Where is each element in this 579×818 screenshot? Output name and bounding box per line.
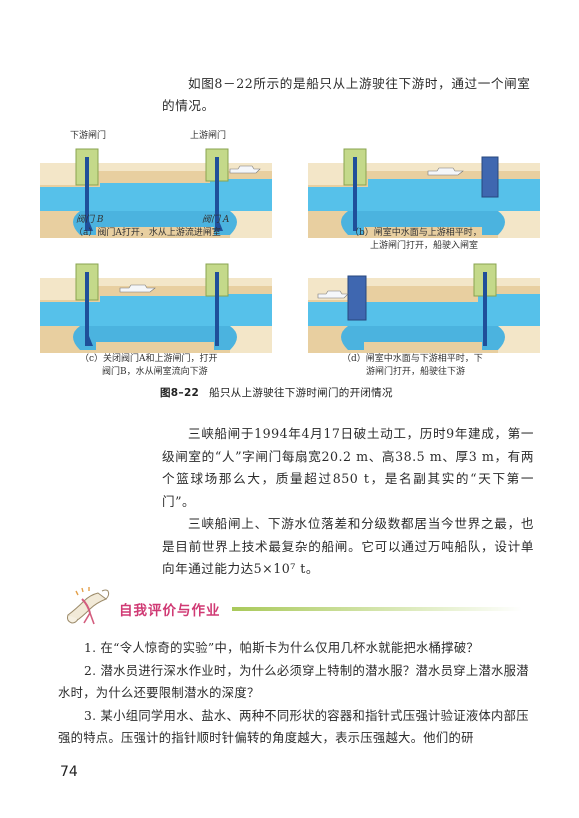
scroll-icon: [67, 587, 110, 625]
question-3: 3. 某小组同学用水、盐水、两种不同形状的容器和指针式压强计验证液体内部压强的特…: [58, 708, 529, 746]
question-1: 1. 在“令人惊奇的实验”中，帕斯卡为什么仅用几杯水就能把水桶撑破？: [84, 641, 480, 655]
section-title: 自我评价与作业: [119, 603, 221, 619]
intro-paragraph: 如图8－22所示的是船只从上游驶往下游时，通过一个闸室的情况。: [162, 76, 531, 113]
question-list: 1. 在“令人惊奇的实验”中，帕斯卡为什么仅用几杯水就能把水桶撑破？ 2. 潜水…: [58, 637, 536, 750]
caption-d-line1: （d）闸室中水面与下游相平时，下: [342, 354, 483, 364]
section-header: 自我评价与作业: [62, 585, 532, 633]
label-downstream-gate: 下游闸门: [70, 131, 107, 141]
ship-lock-figure: 下游闸门 上游闸门 阀门 B 阀门 A （a）阀门A打开，水从上游流进闸室 （b…: [40, 125, 540, 380]
panel-c-diagram: [40, 258, 272, 353]
panel-d-diagram: [308, 258, 540, 353]
caption-a: （a）阀门A打开，水从上游流进闸室: [74, 228, 221, 238]
caption-d-line2: 游闸门打开，船驶往下游: [366, 367, 466, 377]
figure-title: 船只从上游驶往下游时闸门的开闭情况: [209, 387, 393, 399]
caption-c-line2: 阀门B，水从闸室流向下游: [102, 367, 208, 377]
paragraph-1: 三峡船闸于1994年4月17日破土动工，历时9年建成，第一级闸室的“人”字闸门每…: [162, 426, 534, 509]
caption-b-line2: 上游闸门打开，船驶入闸室: [370, 241, 479, 251]
panel-b-diagram: [308, 143, 540, 238]
question-2: 2. 潜水员进行深水作业时，为什么必须穿上特制的潜水服？潜水员穿上潜水服潜水时，…: [58, 663, 529, 701]
body-text: 三峡船闸于1994年4月17日破土动工，历时9年建成，第一级闸室的“人”字闸门每…: [162, 423, 534, 581]
caption-c-line1: （c）关闭阀门A和上游闸门，打开: [80, 354, 218, 364]
label-valve-a: 阀门 A: [202, 215, 230, 225]
caption-b-line1: （b）闸室中水面与上游相平时，: [350, 228, 482, 238]
panel-a-diagram: [40, 143, 272, 238]
figure-number: 图8–22: [160, 387, 200, 399]
figure-caption: 图8–22 船只从上游驶往下游时闸门的开闭情况: [160, 385, 393, 400]
label-upstream-gate: 上游闸门: [190, 131, 227, 141]
page-number: 74: [60, 764, 78, 780]
section-divider: [232, 607, 522, 611]
paragraph-2: 三峡船闸上、下游水位落差和分级数都居当今世界之最，也是目前世界上技术最复杂的船闸…: [162, 516, 534, 576]
label-valve-b: 阀门 B: [76, 215, 104, 225]
